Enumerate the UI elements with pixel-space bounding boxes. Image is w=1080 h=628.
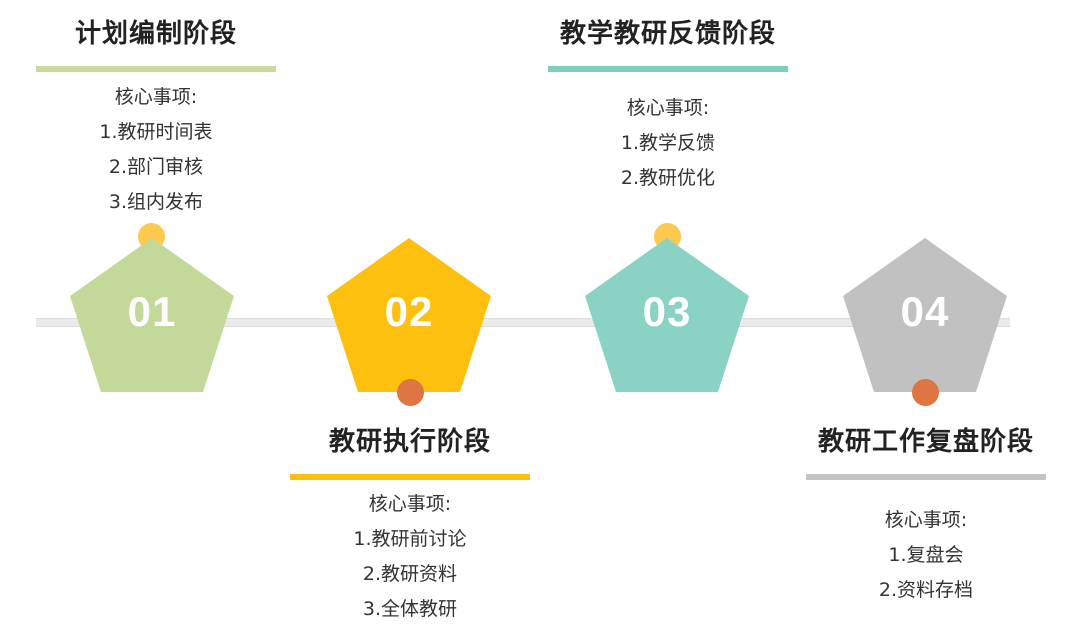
stage-3-underline [548,66,788,72]
stage-1-title: 计划编制阶段 [74,19,237,49]
stage-3-items: 核心事项: 1.教学反馈 2.教研优化 [548,91,788,196]
timeline-bar [36,318,1010,327]
stage-1-item-3: 3.组内发布 [108,191,204,213]
stage-1-items-heading: 核心事项: [114,86,198,108]
stage-1-underline [36,66,276,72]
stage-3-item-2: 2.教研优化 [620,167,716,189]
stage-2-items-heading: 核心事项: [368,493,452,515]
stage-1-pentagon: 01 [70,238,234,392]
stage-1-number: 01 [127,288,177,335]
stage-3-title: 教学教研反馈阶段 [559,19,776,49]
stage-2-pentagon: 02 [327,238,491,392]
stage-2-title: 教研执行阶段 [328,427,491,457]
stage-2-underline [290,474,530,480]
stage-4-underline [806,474,1046,480]
stage-4-item-1: 1.复盘会 [888,544,964,566]
pentagon-shape-4 [843,238,1007,392]
stage-2-dot [397,379,424,406]
stage-1-items: 核心事项: 1.教研时间表 2.部门审核 3.组内发布 [36,80,276,220]
stage-3-items-heading: 核心事项: [626,97,710,119]
stage-1-item-2: 2.部门审核 [108,156,204,178]
stage-1-header: 计划编制阶段 [36,14,276,72]
stage-2-item-2: 2.教研资料 [362,563,458,585]
stage-4-pentagon: 04 [843,238,1007,392]
stage-3-item-1: 1.教学反馈 [620,132,716,154]
pentagon-shape-1 [70,238,234,392]
stage-4-dot [912,379,939,406]
stage-4-number: 04 [900,288,950,335]
stage-2-items: 核心事项: 1.教研前讨论 2.教研资料 3.全体教研 [290,487,530,627]
pentagon-shape-2 [327,238,491,392]
stage-4-item-2: 2.资料存档 [878,579,974,601]
stage-4-items-heading: 核心事项: [884,509,968,531]
stage-4-items: 核心事项: 1.复盘会 2.资料存档 [806,503,1046,608]
stage-2-header: 教研执行阶段 [290,422,530,480]
stage-2-item-1: 1.教研前讨论 [353,528,467,550]
stage-2-item-3: 3.全体教研 [362,598,458,620]
stage-4-header: 教研工作复盘阶段 [806,422,1046,480]
stage-3-number: 03 [642,288,692,335]
pentagon-shape-3 [585,238,749,392]
stage-2-number: 02 [384,288,434,335]
stage-3-pentagon: 03 [585,238,749,392]
stage-1-item-1: 1.教研时间表 [99,121,213,143]
stage-3-header: 教学教研反馈阶段 [548,14,788,72]
stage-4-title: 教研工作复盘阶段 [817,427,1034,457]
